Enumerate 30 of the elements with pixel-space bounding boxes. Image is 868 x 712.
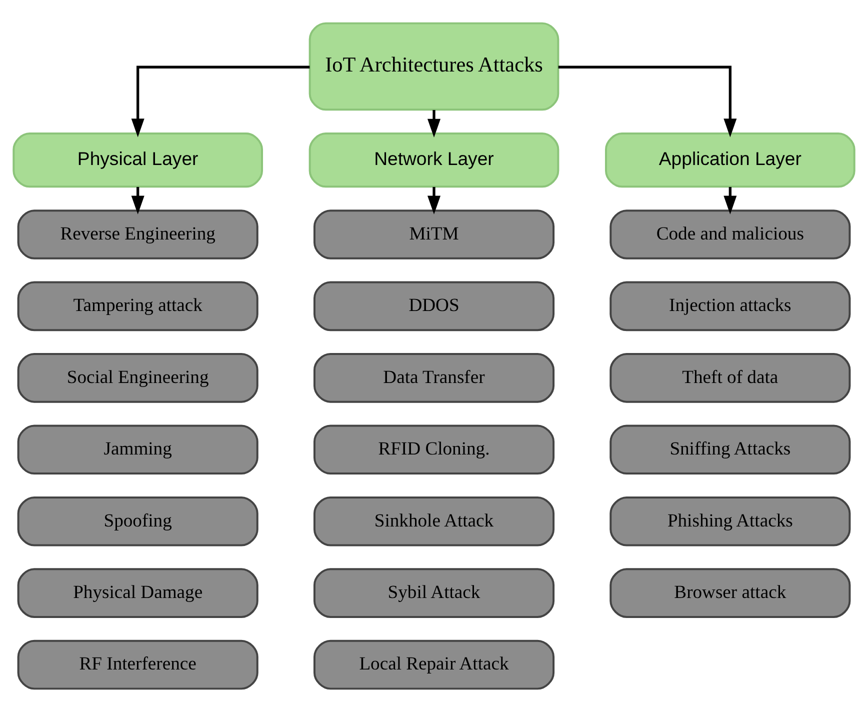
node-box: Local Repair Attack bbox=[313, 640, 555, 690]
node-box: Code and malicious bbox=[610, 210, 851, 260]
node-box: RFID Cloning. bbox=[313, 424, 555, 475]
node-box: Physical Damage bbox=[17, 568, 258, 618]
node-box: RF Interference bbox=[17, 640, 258, 690]
node-box: Sybil Attack bbox=[313, 568, 555, 618]
node-box: Sniffing Attacks bbox=[610, 424, 851, 475]
arrow bbox=[427, 110, 441, 138]
node-box: Reverse Engineering bbox=[17, 210, 258, 260]
node-box: Phishing Attacks bbox=[610, 496, 851, 546]
node-box: Tampering attack bbox=[17, 281, 258, 332]
node-box: IoT Architectures Attacks bbox=[308, 22, 560, 111]
node-box: Application Layer bbox=[605, 132, 856, 188]
node-box: Spoofing bbox=[17, 496, 258, 546]
node-box: Physical Layer bbox=[12, 132, 263, 188]
arrow bbox=[131, 186, 144, 214]
node-box: Browser attack bbox=[610, 568, 851, 618]
node-box: Theft of data bbox=[610, 353, 851, 403]
node-box: Jamming bbox=[17, 424, 258, 475]
node-box: Network Layer bbox=[308, 132, 560, 188]
node-box: MiTM bbox=[313, 210, 555, 260]
arrow bbox=[131, 66, 310, 138]
node-box: Sinkhole Attack bbox=[313, 496, 555, 546]
node-box: Injection attacks bbox=[610, 281, 851, 332]
node-box: DDOS bbox=[313, 281, 555, 332]
arrow bbox=[558, 66, 737, 138]
node-box: Social Engineering bbox=[17, 353, 258, 403]
node-box: Data Transfer bbox=[313, 353, 555, 403]
arrow bbox=[427, 186, 441, 214]
arrow bbox=[724, 186, 737, 214]
